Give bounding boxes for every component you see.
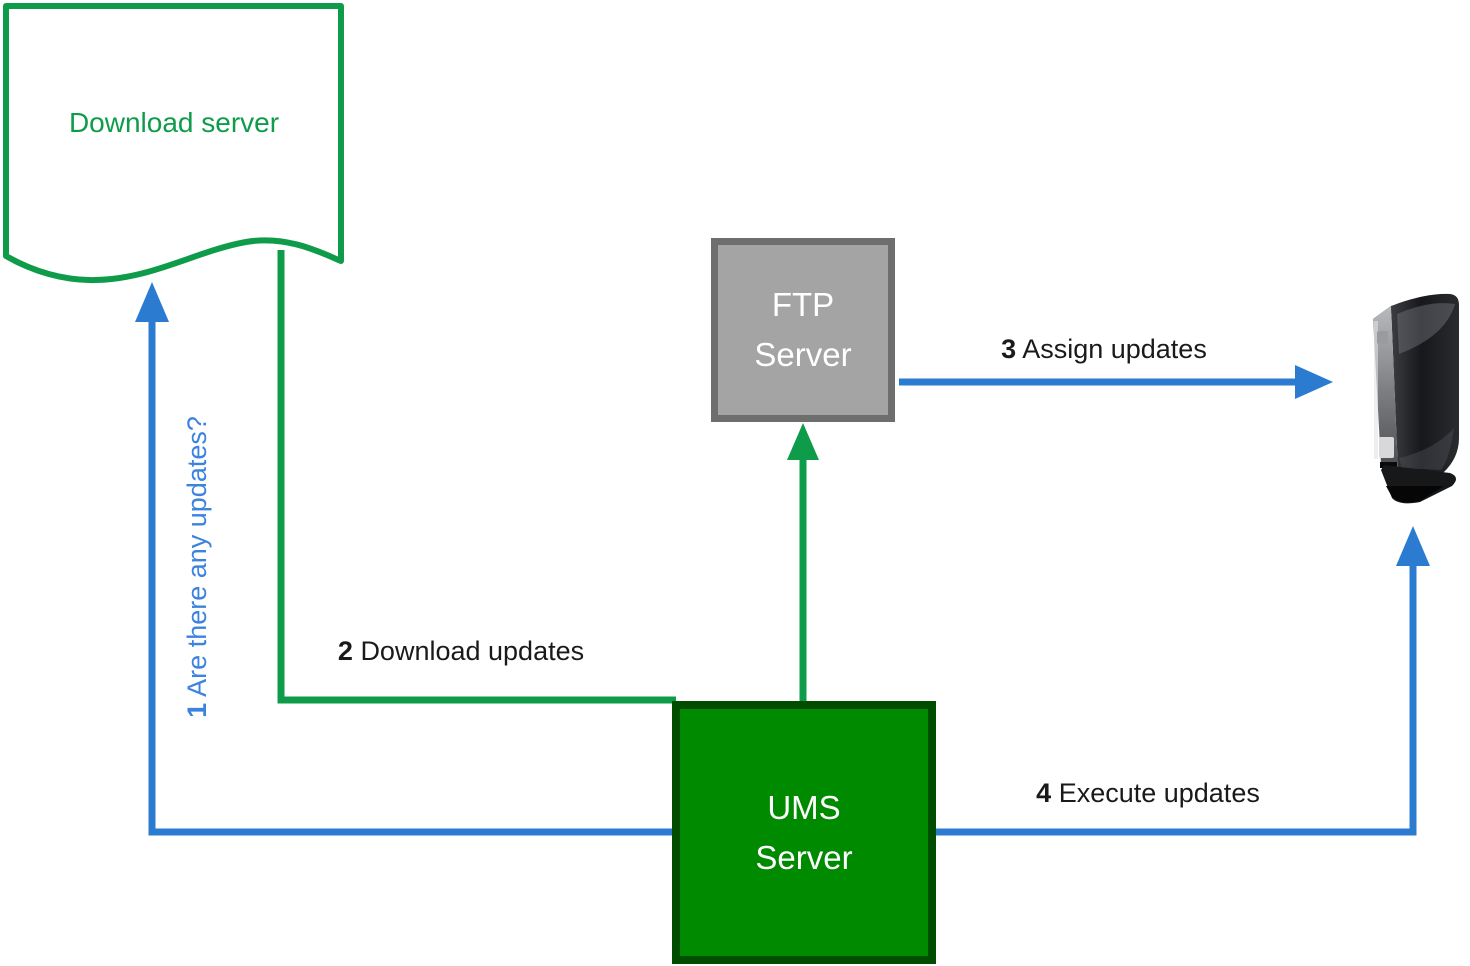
ftp-server-label-line2: Server bbox=[754, 336, 852, 373]
edge-3-number: 3 bbox=[1001, 334, 1017, 364]
edge-label-3: 3 Assign updates bbox=[930, 334, 1278, 365]
edge-1-text: Are there any updates? bbox=[182, 416, 212, 697]
download-server-node: Download server bbox=[6, 103, 342, 143]
edge-2-number: 2 bbox=[337, 636, 353, 666]
edge-4-number: 4 bbox=[1036, 778, 1052, 808]
ums-server-label-line1: UMS bbox=[767, 788, 841, 826]
edge-3-text: Assign updates bbox=[1022, 334, 1207, 364]
ums-server-label-line2: Server bbox=[755, 838, 853, 876]
arrow-1-head bbox=[135, 282, 169, 322]
edge-label-2: 2 Download updates bbox=[290, 636, 632, 667]
arrow-ums-to-ftp bbox=[787, 423, 819, 701]
download-server-label-line1: Download bbox=[68, 107, 194, 138]
edge-label-4: 4 Execute updates bbox=[978, 778, 1318, 809]
ums-server-node: UMS Server bbox=[672, 701, 936, 964]
arrow-4-head bbox=[1396, 526, 1430, 566]
ftp-server-label-line1: FTP bbox=[771, 286, 835, 323]
edge-label-1: 1 Are there any updates? bbox=[182, 377, 212, 757]
thin-client-image bbox=[1373, 293, 1459, 504]
arrow-3-blue bbox=[899, 365, 1333, 399]
edge-2-text: Download updates bbox=[360, 636, 585, 666]
ftp-server-node: FTP Server bbox=[711, 238, 895, 422]
arrow-2-green-path bbox=[277, 250, 676, 704]
download-server-shape bbox=[3, 3, 344, 284]
download-server-label-line2: server bbox=[201, 107, 280, 138]
edge-4-text: Execute updates bbox=[1058, 778, 1260, 808]
edge-1-number: 1 bbox=[182, 702, 212, 718]
